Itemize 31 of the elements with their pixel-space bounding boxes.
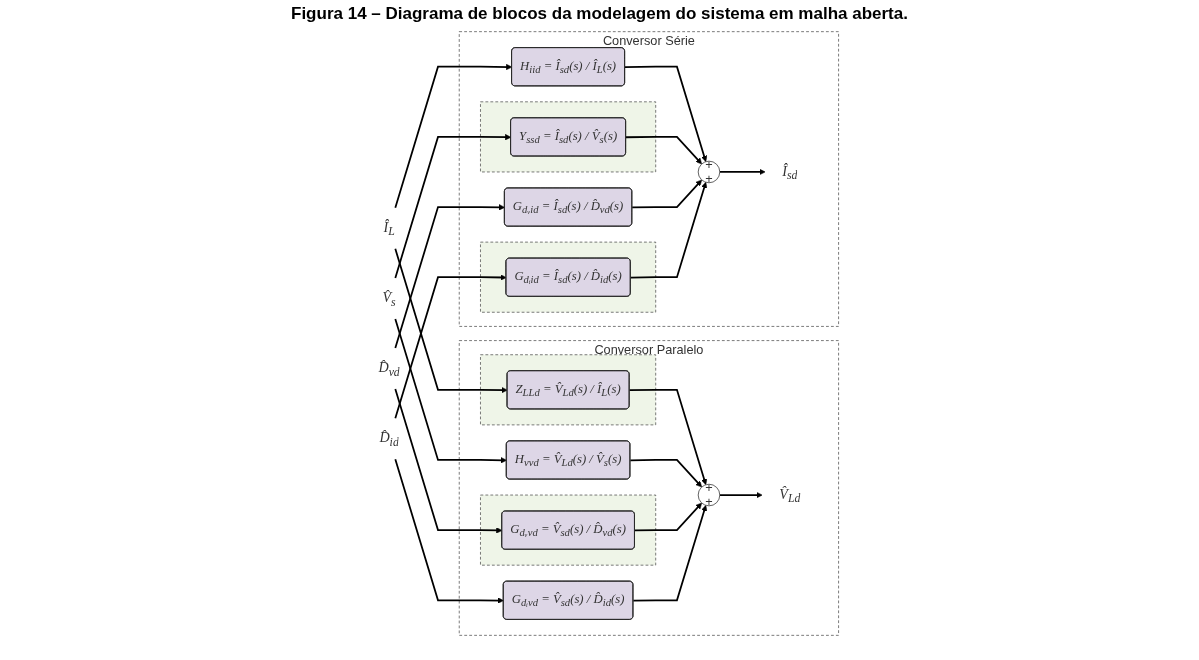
arrow bbox=[630, 179, 702, 209]
arrow bbox=[393, 388, 502, 534]
arrow bbox=[624, 136, 702, 165]
arrow bbox=[628, 459, 702, 488]
arrow bbox=[393, 318, 507, 464]
arrow bbox=[628, 388, 707, 485]
cluster bbox=[479, 101, 656, 173]
node-text: D̂$_{vd}$ bbox=[377, 359, 400, 379]
arrow bbox=[633, 502, 702, 532]
cluster bbox=[479, 494, 656, 566]
node-text: Î$_{sd}$ bbox=[781, 162, 797, 182]
arrow bbox=[393, 247, 508, 394]
node-text: D̂$_{id}$ bbox=[378, 429, 399, 449]
node-circle: + + bbox=[697, 483, 720, 507]
arrow bbox=[393, 134, 511, 279]
node-text: V̂$_{s}$ bbox=[381, 289, 396, 309]
figure-title: Figura 14 – Diagrama de blocos da modelagem do sistema em malha aberta. bbox=[290, 4, 909, 24]
node-text: V̂$_{Ld}$ bbox=[778, 485, 800, 505]
node-text: Î$_{L}$ bbox=[382, 219, 395, 239]
arrow bbox=[718, 168, 765, 176]
arrow bbox=[393, 63, 512, 209]
arrow bbox=[393, 274, 507, 420]
arrow bbox=[393, 458, 504, 604]
arrow bbox=[629, 182, 707, 279]
cluster bbox=[479, 354, 656, 426]
node-circle: + + bbox=[697, 160, 720, 184]
arrow bbox=[718, 491, 763, 499]
cluster bbox=[479, 241, 656, 313]
arrow bbox=[631, 505, 707, 602]
arrow bbox=[393, 204, 505, 349]
arrow bbox=[623, 65, 707, 162]
